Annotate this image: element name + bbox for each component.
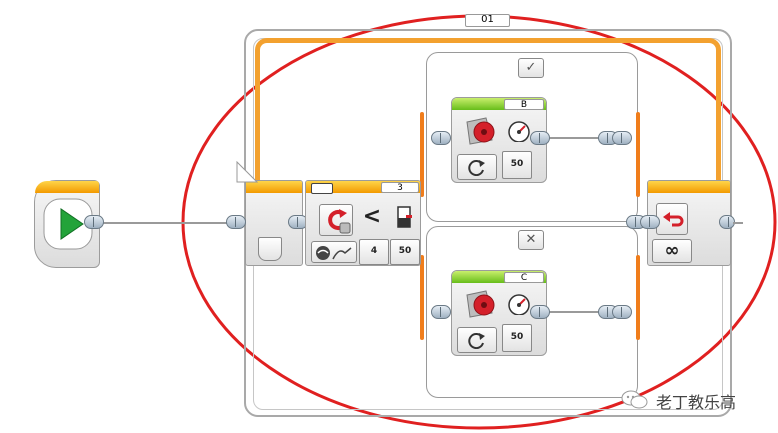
motor-c-block[interactable]: C 50: [451, 270, 547, 356]
motor-c-output-port[interactable]: [530, 305, 550, 319]
motor-b-power-input[interactable]: 50: [502, 151, 532, 179]
case-true-exit-port-2[interactable]: [612, 131, 632, 145]
play-icon: [43, 198, 93, 250]
motor-on-icon: [468, 333, 485, 349]
speedometer-icon: [508, 294, 530, 315]
start-block[interactable]: [34, 180, 100, 268]
threshold-input[interactable]: 4: [359, 239, 389, 265]
loop-exit-wire: [733, 222, 743, 224]
case-edge-right-top: [636, 112, 640, 197]
threshold-icon: [397, 206, 412, 228]
sequence-wire-start: [102, 222, 230, 224]
motor-b-input-port[interactable]: [431, 131, 451, 145]
loop-end-block[interactable]: ∞: [647, 180, 731, 266]
sequence-wire-b: [548, 137, 602, 139]
motor-c-mode-selector[interactable]: [457, 327, 497, 353]
true-case-tab[interactable]: ✓: [518, 58, 544, 78]
rate-input[interactable]: 50: [390, 239, 420, 265]
watermark: 老丁教乐高: [620, 385, 770, 413]
case-edge-right-bottom: [636, 255, 640, 340]
sequence-wire-c: [548, 311, 602, 313]
loop-input-port[interactable]: [226, 215, 246, 229]
loop-return-wire: [255, 38, 721, 188]
loop-corner-marker: [236, 161, 258, 183]
large-motor-icon: [466, 290, 495, 318]
switch-block[interactable]: 3 < 4 50: [305, 180, 421, 266]
case-false-exit-port-2[interactable]: [612, 305, 632, 319]
infinity-icon: ∞: [664, 240, 680, 261]
motor-b-port-label[interactable]: B: [504, 99, 544, 110]
start-output-port[interactable]: [84, 215, 104, 229]
switch-port-number[interactable]: 3: [381, 182, 419, 193]
switch-mode-icon: [311, 183, 333, 194]
false-case-tab[interactable]: ✕: [518, 230, 544, 250]
switch-sensor-selector[interactable]: [319, 204, 353, 236]
motor-on-icon: [468, 160, 485, 176]
motor-c-power-input[interactable]: 50: [502, 324, 532, 352]
measure-mode-selector[interactable]: [311, 241, 357, 263]
loop-repeat-icon: [663, 212, 684, 227]
motor-b-mode-selector[interactable]: [457, 154, 497, 180]
motor-c-input-port[interactable]: [431, 305, 451, 319]
case-edge-left-bottom: [420, 255, 424, 340]
motor-c-port-label[interactable]: C: [504, 272, 544, 283]
compare-symbol[interactable]: <: [362, 204, 382, 229]
loop-output-port[interactable]: [719, 215, 735, 229]
rate-mode-icon: [316, 246, 352, 260]
case-edge-left-top: [420, 112, 424, 197]
loop-count-input[interactable]: ∞: [652, 239, 692, 263]
watermark-text: 老丁教乐高: [656, 393, 737, 412]
check-icon: ✓: [525, 60, 537, 75]
loop-interrupt-tab[interactable]: [258, 237, 282, 261]
loop-end-input-port[interactable]: [640, 215, 660, 229]
motor-b-output-port[interactable]: [530, 131, 550, 145]
large-motor-icon: [466, 117, 495, 145]
gyro-sensor-icon: [328, 209, 351, 234]
speedometer-icon: [508, 121, 530, 142]
x-icon: ✕: [525, 232, 537, 247]
wechat-icon: [621, 390, 648, 409]
loop-name-label[interactable]: 01: [465, 14, 510, 27]
loop-mode-selector[interactable]: [656, 203, 688, 235]
